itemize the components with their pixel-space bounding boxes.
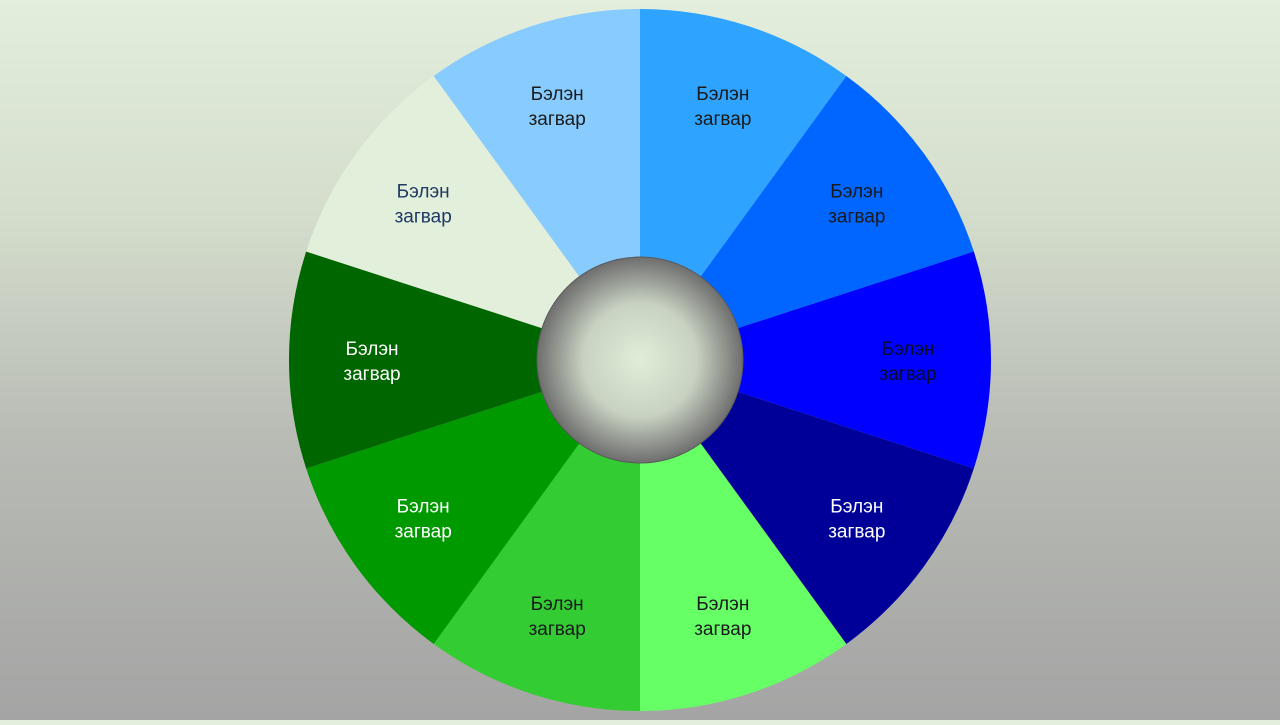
- segment-4: [640, 360, 974, 644]
- segment-7: [306, 360, 640, 644]
- segment-9: [306, 76, 640, 360]
- segment-2: [640, 76, 974, 360]
- segment-8: [289, 251, 640, 469]
- center-hub: [536, 256, 744, 464]
- segment-3: [640, 251, 992, 469]
